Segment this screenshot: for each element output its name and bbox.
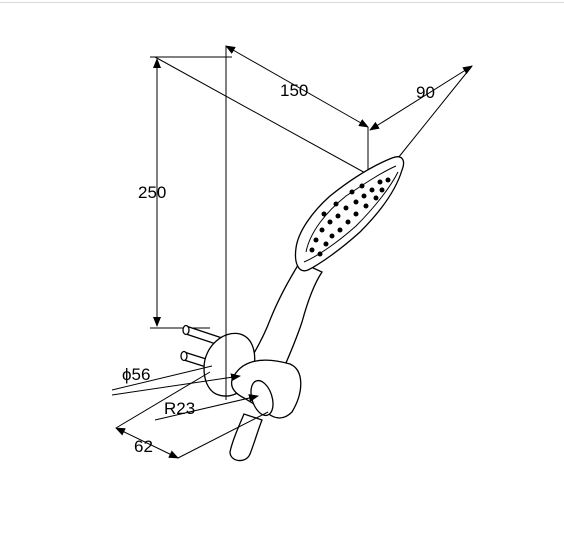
wall-bracket [180, 324, 302, 462]
height-label: 250 [138, 183, 166, 202]
head-width-label: 90 [416, 83, 435, 102]
height-dimension: 250 [138, 56, 232, 329]
diameter-label: ϕ56 [122, 365, 150, 384]
depth-extension-2 [177, 411, 269, 459]
hand-shower [249, 156, 405, 373]
depth-label: 62 [134, 437, 153, 456]
hose-outlet [229, 413, 263, 462]
head-width-dimension-line [369, 65, 473, 131]
top-border-line [0, 2, 564, 3]
length-dimension: 150 [154, 45, 379, 340]
length-dimension-line [225, 45, 369, 128]
depth-extension-1 [115, 371, 211, 429]
depth-dimension-line [115, 427, 179, 459]
shower-head-rim [305, 165, 397, 253]
shower-head [294, 156, 405, 272]
length-label: 150 [280, 81, 308, 100]
head-width-dimension: 90 [369, 65, 473, 159]
diameter-leader-2 [111, 373, 241, 396]
spray-nozzles [309, 177, 391, 257]
diameter-leader-1 [111, 365, 213, 391]
length-extension-head [154, 56, 379, 181]
radius-label: R23 [164, 399, 195, 418]
radius-leader [154, 394, 259, 421]
shower-handle [249, 261, 323, 373]
depth-dimension: 62 [115, 371, 269, 459]
radius-dimension: R23 [154, 394, 259, 421]
head-width-extension [397, 65, 473, 159]
diameter-dimension: ϕ56 [111, 365, 241, 396]
